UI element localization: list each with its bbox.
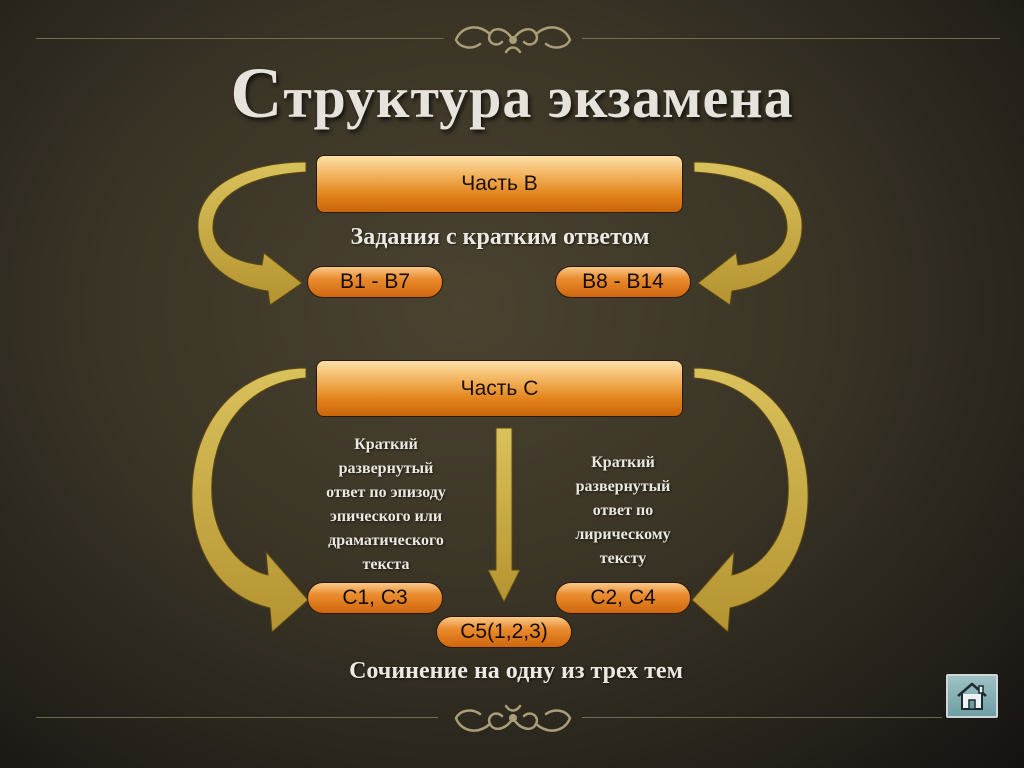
arrow-c-left bbox=[191, 367, 309, 634]
top-ornament bbox=[454, 26, 572, 54]
part-c-right-description: Краткий развернутый ответ по лирическому… bbox=[546, 451, 700, 571]
part-b-right-group: В8 - В14 bbox=[555, 266, 691, 298]
home-button[interactable] bbox=[946, 674, 998, 718]
desc-line: ответ по эпизоду bbox=[326, 484, 446, 501]
title-first-letter: С bbox=[230, 53, 284, 133]
part-c-right-group: С2, С4 bbox=[555, 582, 691, 614]
desc-line: ответ по bbox=[592, 502, 654, 519]
part-c-label: Часть С bbox=[460, 376, 539, 400]
desc-line: развернутый bbox=[338, 460, 434, 477]
part-c-center-group: С5(1,2,3) bbox=[436, 616, 572, 648]
bottom-rule-left bbox=[36, 717, 438, 718]
part-c-left-group: С1, С3 bbox=[307, 582, 443, 614]
arrow-b-left bbox=[197, 161, 307, 306]
part-b-box: Часть В bbox=[316, 155, 683, 213]
arrow-c-center bbox=[487, 427, 521, 604]
arrow-b-right bbox=[693, 161, 803, 306]
desc-line: эпического или bbox=[329, 508, 443, 525]
part-c-box: Часть С bbox=[316, 360, 683, 417]
arrow-c-right bbox=[691, 367, 809, 634]
top-rule-right bbox=[582, 38, 1000, 39]
desc-line: развернутый bbox=[575, 478, 671, 495]
top-rule-left bbox=[36, 38, 444, 39]
desc-line: драматического bbox=[328, 532, 444, 549]
desc-line: лирическому bbox=[575, 526, 671, 543]
bottom-rule-right bbox=[582, 717, 942, 718]
desc-line: тексту bbox=[599, 550, 647, 567]
title-rest: труктура экзамена bbox=[283, 65, 794, 130]
home-icon bbox=[957, 682, 987, 710]
desc-line: Краткий bbox=[354, 436, 418, 453]
desc-line: текста bbox=[362, 556, 410, 573]
desc-line: Краткий bbox=[591, 454, 655, 471]
part-b-subtitle: Задания с кратким ответом bbox=[350, 224, 650, 250]
part-b-left-group: В1 - В7 bbox=[307, 266, 443, 298]
bottom-ornament bbox=[454, 704, 572, 732]
page-title: Структура экзамена bbox=[0, 52, 1024, 135]
part-b-label: Часть В bbox=[461, 172, 538, 195]
essay-caption: Сочинение на одну из трех тем bbox=[349, 658, 683, 684]
part-c-left-description: Краткий развернутый ответ по эпизоду эпи… bbox=[300, 433, 472, 577]
